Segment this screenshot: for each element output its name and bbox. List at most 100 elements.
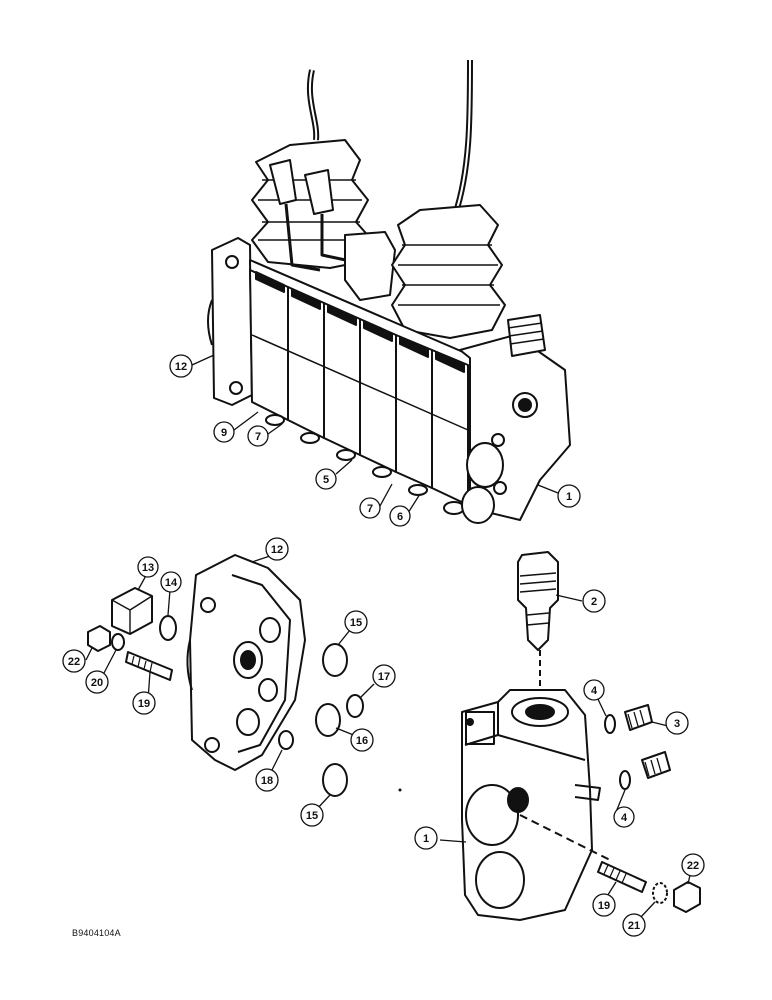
callout-4-b: 4 (613, 806, 635, 828)
o-ring-17 (346, 694, 364, 718)
svg-text:13: 13 (142, 562, 154, 574)
svg-text:15: 15 (306, 810, 318, 822)
o-ring-15-lower (322, 763, 348, 797)
passage-large-inner (240, 650, 256, 670)
svg-text:4: 4 (621, 812, 628, 824)
svg-text:6: 6 (397, 511, 403, 523)
stud-threads-right (603, 864, 627, 884)
svg-text:17: 17 (378, 671, 390, 683)
svg-text:12: 12 (271, 544, 283, 556)
stud-hole (507, 787, 529, 813)
lock-washer-left (111, 633, 125, 651)
svg-text:4: 4 (591, 685, 598, 697)
svg-text:20: 20 (91, 677, 103, 689)
callout-16: 16 (350, 728, 374, 752)
callout-7-b: 7 (359, 497, 381, 519)
callout-19-left: 19 (132, 691, 156, 715)
reference-dot (398, 788, 402, 792)
mount-hole-top (200, 597, 216, 613)
callout-19-right: 19 (592, 893, 616, 917)
lock-washer-right (652, 882, 668, 904)
hex-nut-left (87, 625, 111, 652)
linkage-bracket (344, 231, 396, 301)
svg-text:9: 9 (221, 427, 227, 439)
passage-upper (259, 617, 281, 643)
end-plate-bolt-hole-top (225, 255, 239, 269)
inlet-mount-tab (465, 711, 495, 745)
relief-port-bore (525, 704, 555, 720)
control-cable-left-core (308, 69, 318, 141)
control-valve-assembly (207, 59, 571, 524)
port-plug-lower (641, 751, 671, 779)
inlet-body-edge (464, 702, 586, 761)
document-id: B9404104A (72, 928, 121, 938)
callout-18: 18 (255, 768, 279, 792)
callout-13: 13 (137, 556, 159, 578)
svg-text:19: 19 (138, 698, 150, 710)
relief-valve-threads (519, 572, 557, 626)
control-lever-1 (269, 159, 297, 205)
svg-text:3: 3 (674, 718, 680, 730)
end-plate-rib (186, 639, 193, 691)
end-plate-bolt-hole-bottom (229, 381, 243, 395)
section-seam (251, 334, 469, 431)
relief-valve-cartridge (517, 551, 559, 651)
port-plug-upper-threads (627, 709, 645, 729)
inlet-cover-exploded (461, 551, 701, 921)
svg-text:22: 22 (687, 860, 699, 872)
end-plate-face (231, 574, 291, 753)
callout-22-left: 22 (62, 649, 86, 673)
callout-2: 2 (582, 589, 606, 613)
plug-o-ring (159, 615, 177, 641)
callout-22-right: 22 (681, 853, 705, 877)
svg-text:15: 15 (350, 617, 362, 629)
svg-text:7: 7 (255, 431, 261, 443)
port-thread (518, 398, 532, 412)
stud-axis-line (519, 814, 611, 861)
callout-1-bottom: 1 (414, 826, 438, 850)
spool-ends (265, 414, 465, 515)
control-cable-right-core (454, 59, 471, 216)
end-plate-exploded (87, 554, 364, 797)
svg-text:12: 12 (175, 361, 187, 373)
plug (111, 587, 153, 635)
section-tops (255, 271, 465, 373)
svg-text:18: 18 (261, 775, 273, 787)
callout-12-top: 12 (169, 354, 193, 378)
plug-o-ring-lower (619, 770, 631, 790)
callout-4-a: 4 (583, 679, 605, 701)
stud-threads-left (131, 655, 153, 673)
relief-valve-top-threads (507, 322, 545, 345)
hex-nut-right (673, 881, 701, 913)
svg-text:1: 1 (566, 491, 572, 503)
o-ring-15-upper (322, 643, 348, 677)
plug-o-ring-upper (604, 714, 616, 734)
tie-nut-lower (493, 481, 507, 495)
seal-washer-18 (278, 730, 294, 750)
tie-stud-right (597, 861, 647, 893)
callout-5: 5 (315, 468, 337, 490)
svg-text:7: 7 (367, 503, 373, 515)
callout-17: 17 (372, 664, 396, 688)
end-cover-boss-lower (461, 486, 495, 524)
callout-7-a: 7 (247, 425, 269, 447)
svg-text:14: 14 (165, 577, 178, 589)
callout-15-b: 15 (300, 803, 324, 827)
tab-hole (466, 718, 474, 726)
outlet-port-boss (475, 851, 525, 909)
svg-text:2: 2 (591, 596, 597, 608)
svg-text:16: 16 (356, 735, 368, 747)
control-lever-2 (304, 169, 334, 215)
o-ring-16 (315, 703, 341, 737)
svg-text:19: 19 (598, 900, 610, 912)
port-plug-lower-threads (644, 757, 662, 777)
svg-text:1: 1 (423, 833, 429, 845)
callout-12-mid: 12 (265, 537, 289, 561)
svg-text:5: 5 (323, 474, 329, 486)
callout-3: 3 (665, 711, 689, 735)
callout-1-top: 1 (557, 484, 581, 508)
inlet-port-boss (465, 784, 519, 846)
boot-right-ridges (398, 244, 500, 306)
tie-nut-upper (491, 433, 505, 447)
